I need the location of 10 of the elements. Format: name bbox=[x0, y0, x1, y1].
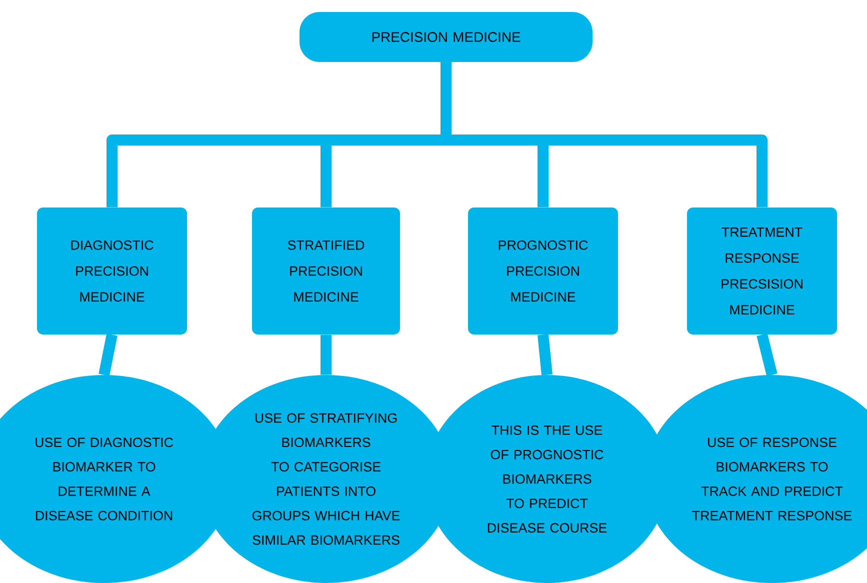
category-box: TREATMENT RESPONSE PRECSISION MEDICINE bbox=[687, 208, 837, 334]
connector-line bbox=[538, 334, 552, 376]
connector-line bbox=[440, 62, 768, 208]
category-box: DIAGNOSTIC PRECISION MEDICINE bbox=[37, 208, 187, 334]
connector-line bbox=[320, 334, 332, 375]
title-box: PRECISION MEDICINE bbox=[300, 12, 592, 62]
category-box: STRATIFIED PRECISION MEDICINE bbox=[252, 208, 400, 334]
connector-line bbox=[756, 333, 778, 376]
category-box: PROGNOSTIC PRECISION MEDICINE bbox=[468, 208, 618, 334]
connector-line bbox=[98, 334, 118, 376]
